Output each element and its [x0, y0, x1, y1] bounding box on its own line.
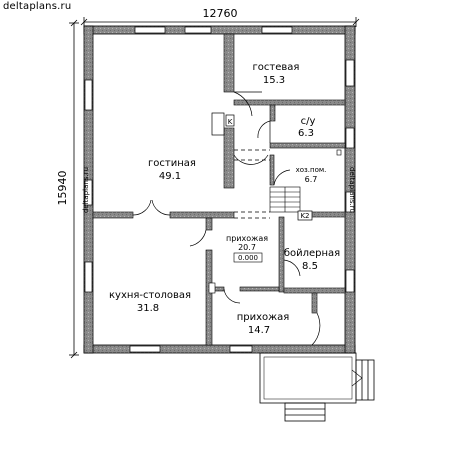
porch [259, 352, 375, 422]
room-name-boiler: бойлерная [284, 248, 340, 259]
room-name-hall-entry: прихожая [237, 312, 290, 323]
watermark-left: deltaplans.ru [82, 167, 90, 213]
windows [84, 26, 355, 353]
watermark-right: deltaplans.ru [348, 167, 356, 213]
room-area-hall-entry: 14.7 [248, 325, 270, 336]
doors [132, 91, 321, 346]
height-dimension-label: 15940 [56, 171, 69, 206]
room-name-wc: с/у [301, 116, 316, 127]
boiler-mark: K2 [300, 212, 309, 220]
level-mark: 0.000 [238, 254, 258, 262]
interior-walls [92, 33, 346, 346]
room-area-kitchen: 31.8 [137, 303, 159, 314]
room-name-hall-inner: прихожая [226, 234, 268, 243]
room-labels: гостевая 15.3 с/у 6.3 хоз.пом. 6.7 гости… [109, 62, 340, 336]
width-dimension: 12760 [80, 7, 360, 27]
room-name-guest: гостевая [253, 62, 300, 73]
room-name-kitchen: кухня-столовая [109, 290, 191, 301]
stove-mark: K [228, 118, 233, 126]
level-mark-box [233, 252, 263, 263]
site-url-label: deltaplans.ru [3, 1, 72, 12]
stove: K [211, 112, 235, 136]
vent-symbols [208, 149, 342, 294]
openings [234, 149, 270, 219]
width-dimension-label: 12760 [203, 7, 238, 20]
room-area-wc: 6.3 [298, 128, 314, 139]
height-dimension: 15940 [56, 19, 79, 359]
room-area-guest: 15.3 [263, 75, 285, 86]
boiler-unit: K2 [297, 210, 313, 221]
room-name-utility: хоз.пом. [296, 166, 327, 174]
room-area-utility: 6.7 [305, 175, 318, 184]
room-area-hall-inner: 20.7 [238, 243, 256, 252]
room-area-living: 49.1 [159, 171, 181, 182]
staircase [269, 186, 301, 213]
room-area-boiler: 8.5 [302, 261, 318, 272]
room-name-living: гостиная [148, 158, 196, 169]
